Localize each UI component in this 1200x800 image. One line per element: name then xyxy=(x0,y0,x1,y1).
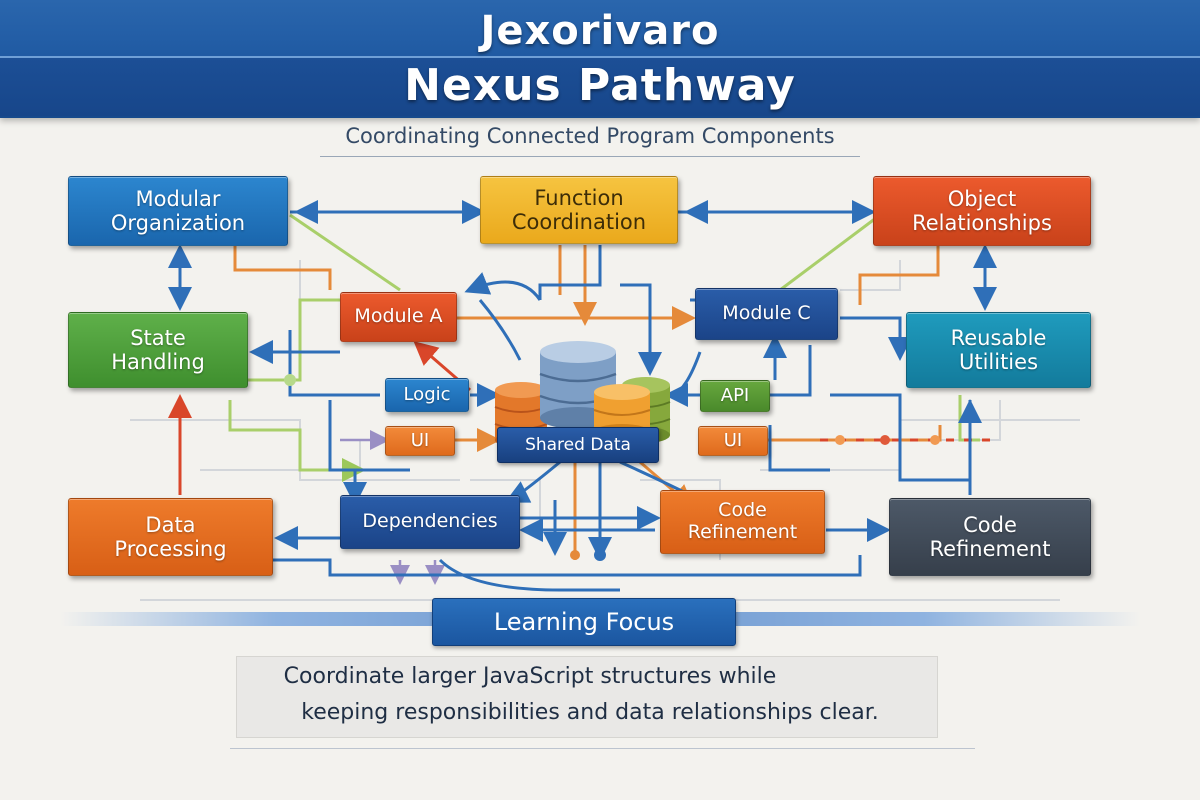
title-banner xyxy=(0,0,1200,118)
node-module-a: Module A xyxy=(340,292,457,342)
learning-focus-label: Learning Focus xyxy=(432,598,736,646)
page-title-line2: Nexus Pathway xyxy=(404,60,796,111)
description-line-2: keeping responsibilities and data relati… xyxy=(301,700,879,725)
node-shared-data: Shared Data xyxy=(497,427,659,463)
blue-wires xyxy=(168,200,997,592)
node-api: API xyxy=(700,380,770,412)
page-title-line1: Jexorivaro xyxy=(480,8,720,54)
purple-wires xyxy=(340,430,445,585)
node-state-handling: State Handling xyxy=(68,312,248,388)
node-data-processing: Data Processing xyxy=(68,498,273,576)
description-line-1: Coordinate larger JavaScript structures … xyxy=(283,664,777,689)
node-logic: Logic xyxy=(385,378,469,412)
node-object-relationships: Object Relationships xyxy=(873,176,1091,246)
node-module-c: Module C xyxy=(695,288,838,340)
node-code-refinement-right: Code Refinement xyxy=(889,498,1091,576)
page-subtitle: Coordinating Connected Program Component… xyxy=(345,124,835,148)
subtitle-divider xyxy=(320,156,860,157)
connector-dots xyxy=(284,374,940,561)
description-panel xyxy=(236,656,938,738)
node-ui-right: UI xyxy=(698,426,768,456)
node-function-coordination: Function Coordination xyxy=(480,176,678,244)
node-modular-organization: Modular Organization xyxy=(68,176,288,246)
bottom-divider xyxy=(230,748,975,749)
node-ui-left: UI xyxy=(385,426,455,456)
node-code-refinement-center: Code Refinement xyxy=(660,490,825,554)
node-reusable-utilities: Reusable Utilities xyxy=(906,312,1091,388)
title-band xyxy=(0,56,1200,116)
node-dependencies: Dependencies xyxy=(340,495,520,549)
